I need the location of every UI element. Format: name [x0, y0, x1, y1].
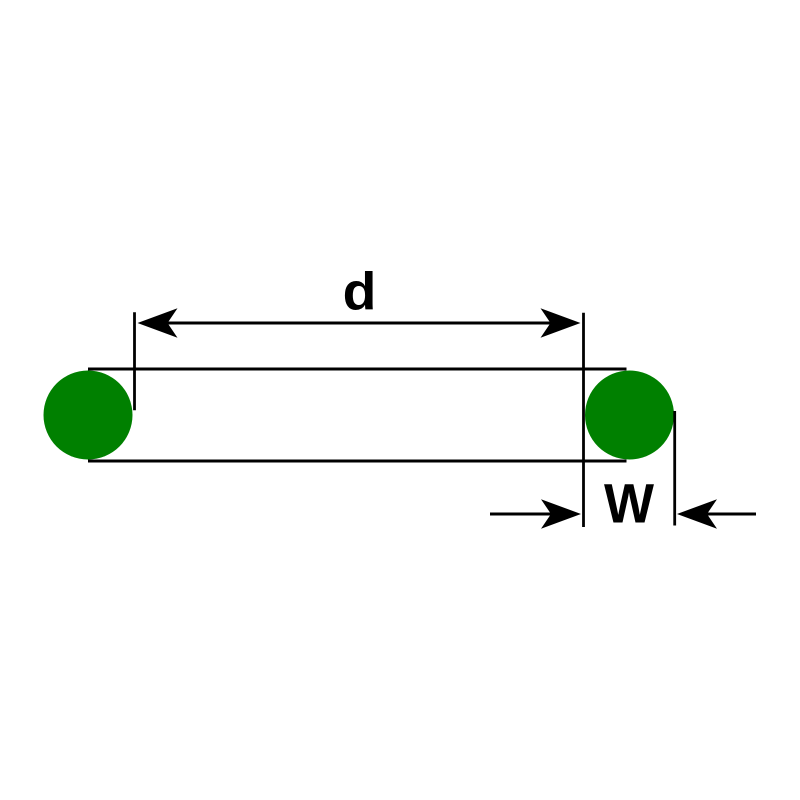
svg-text:d: d	[343, 263, 377, 322]
svg-text:W: W	[604, 472, 654, 535]
